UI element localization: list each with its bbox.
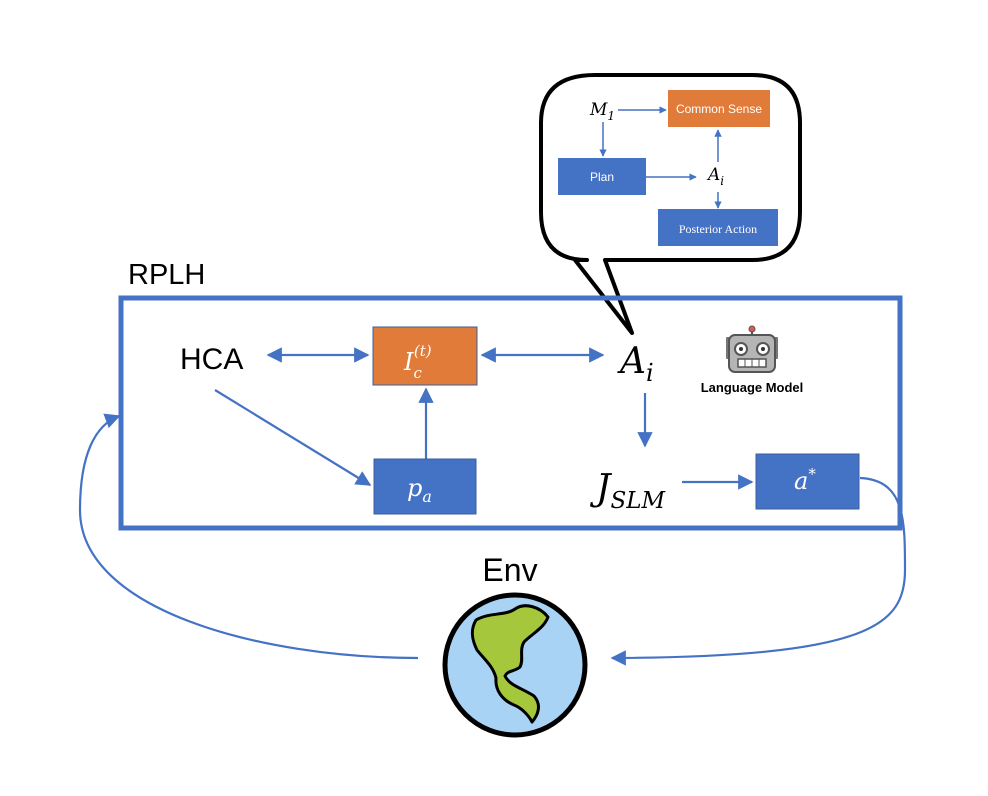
pa-box bbox=[373, 458, 477, 515]
astar-box bbox=[755, 453, 860, 510]
astar-label: a* bbox=[794, 465, 816, 495]
robot-icon bbox=[726, 325, 778, 373]
jslm-label: JSLM bbox=[589, 468, 666, 514]
arrow-astar-to-env bbox=[610, 476, 907, 666]
arrow-hca-pa bbox=[214, 389, 372, 486]
globe-icon bbox=[442, 592, 588, 738]
bubble-posterior-action-box bbox=[658, 209, 778, 246]
ic-label: Ic(t) bbox=[403, 342, 432, 382]
bubble-common-sense-box bbox=[668, 90, 770, 127]
rplh-label: RPLH bbox=[128, 259, 205, 291]
ai-label: Ai bbox=[617, 341, 654, 387]
bubble-ai-label: Ai bbox=[706, 165, 724, 188]
rplh-frame bbox=[118, 295, 903, 531]
env-label: Env bbox=[482, 552, 537, 588]
arrow-env-to-rplh bbox=[78, 413, 419, 660]
bubble-common-sense-label: Common Sense bbox=[676, 102, 762, 116]
language-model-label: Language Model bbox=[701, 380, 804, 395]
ic-box bbox=[372, 326, 478, 386]
pa-label: pa bbox=[407, 474, 432, 506]
bubble-posterior-action-label: Posterior Action bbox=[679, 222, 757, 236]
bubble-plan-label: Plan bbox=[590, 170, 614, 184]
hca-label: HCA bbox=[180, 343, 243, 376]
bubble-plan-box bbox=[558, 158, 646, 195]
bubble-m1-label: M1 bbox=[589, 100, 615, 123]
